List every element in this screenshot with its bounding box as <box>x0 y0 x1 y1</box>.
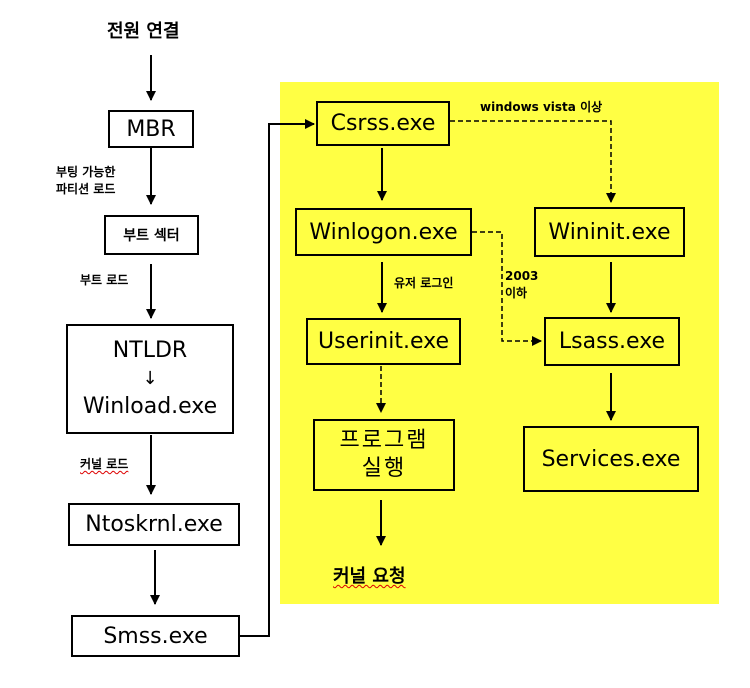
ntldr-down-arrow: ↓ <box>142 368 158 389</box>
boot-sector-label: 부트 섹터 <box>123 228 180 244</box>
power-on-title: 전원 연결 <box>107 21 180 42</box>
dashed-arrow-csrss-to-wininit <box>450 120 616 203</box>
wininit-label: Wininit.exe <box>548 219 671 245</box>
ntldr-winload-box: NTLDR ↓ Winload.exe <box>66 324 234 434</box>
userinit-box: Userinit.exe <box>306 318 461 365</box>
dashed-arrow-winlogon-to-lsass <box>472 231 542 346</box>
ntoskrnl-box: Ntoskrnl.exe <box>68 503 240 546</box>
mbr-label: MBR <box>126 116 176 142</box>
smss-box: Smss.exe <box>71 615 240 657</box>
wininit-box: Wininit.exe <box>534 207 685 257</box>
csrss-label: Csrss.exe <box>330 111 436 136</box>
ntldr-label: NTLDR <box>112 338 188 363</box>
user-login-label: 유저 로그인 <box>394 276 454 290</box>
boot-partition-label: 부팅 가능한 파티션 로드 <box>56 164 115 198</box>
csrss-box: Csrss.exe <box>316 101 450 146</box>
boot-partition-label-line2: 파티션 로드 <box>56 182 116 196</box>
lsass-box: Lsass.exe <box>544 317 680 366</box>
userinit-label: Userinit.exe <box>318 329 449 354</box>
services-box: Services.exe <box>523 426 699 492</box>
services-label: Services.exe <box>541 446 681 472</box>
program-run-box: 프로그램 실행 <box>313 419 455 491</box>
boot-load-label: 부트 로드 <box>80 273 129 287</box>
2003-label-line1: 2003 <box>505 269 539 283</box>
program-run-line2: 실행 <box>361 456 407 481</box>
program-run-line1: 프로그램 <box>339 428 429 453</box>
boot-sector-box: 부트 섹터 <box>104 215 199 255</box>
smss-label: Smss.exe <box>103 623 208 649</box>
2003-label: 2003 이하 <box>505 268 538 302</box>
ntoskrnl-label: Ntoskrnl.exe <box>85 512 223 537</box>
lsass-label: Lsass.exe <box>558 329 666 354</box>
kernel-request-title: 커널 요청 <box>333 566 406 587</box>
vista-label: windows vista 이상 <box>480 100 603 114</box>
kernel-load-label: 커널 로드 <box>80 457 129 471</box>
winload-label: Winload.exe <box>82 394 218 419</box>
boot-partition-label-line1: 부팅 가능한 <box>56 165 116 179</box>
arrow-smss-to-csrss <box>240 119 315 637</box>
winlogon-label: Winlogon.exe <box>309 219 458 245</box>
mbr-box: MBR <box>108 110 194 148</box>
2003-label-line2: 이하 <box>505 286 528 300</box>
winlogon-box: Winlogon.exe <box>295 208 472 256</box>
